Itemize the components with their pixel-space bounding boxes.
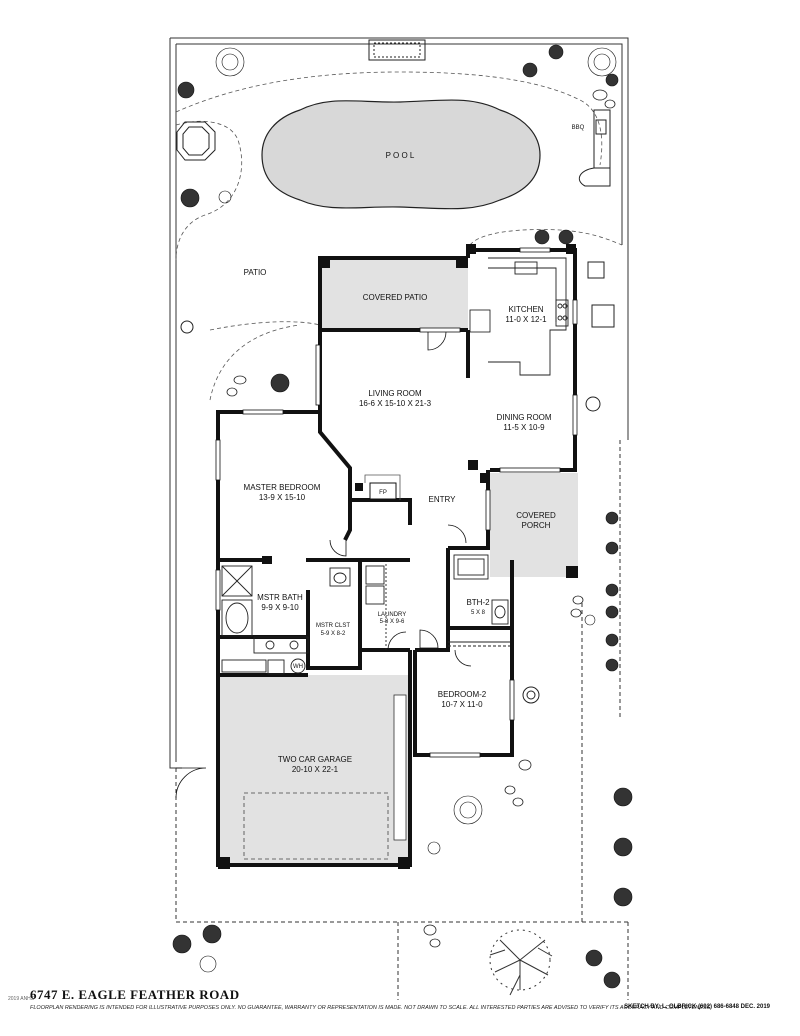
kitchen-counters [488, 257, 569, 376]
bedroom2-label: BEDROOM-2 [438, 690, 487, 699]
mstr-bath-label: MSTR BATH [257, 593, 303, 602]
entry-label: ENTRY [429, 495, 457, 504]
bth2-label: BTH-2 [466, 598, 490, 607]
disclaimer: FLOORPLAN RENDERING IS INTENDED FOR ILLU… [30, 1005, 712, 1011]
bth2-fixtures [453, 554, 509, 625]
master-bedroom-dim: 13-9 X 15-10 [259, 493, 306, 502]
patio-furniture [176, 121, 615, 704]
master-bedroom-label: MASTER BEDROOM [244, 483, 321, 492]
covered-patio-label: COVERED PATIO [363, 293, 428, 302]
living-room-dim: 16-6 X 15-10 X 21-3 [359, 399, 432, 408]
posts [218, 244, 578, 869]
covered-porch-label-1: COVERED [516, 511, 556, 520]
laundry-fixtures [365, 564, 387, 650]
bedroom2-dim: 10-7 X 11-0 [441, 700, 483, 709]
garage: TWO CAR GARAGE 20-10 X 22-1 [220, 675, 410, 863]
lot-boundary [169, 37, 629, 1000]
doors [175, 309, 491, 799]
pool: P O O L [261, 99, 541, 210]
tree [489, 929, 553, 996]
pool-deck-curve [175, 71, 623, 401]
kitchen-labels: KITCHEN 11-0 X 12-1 [505, 305, 547, 324]
address-title: 6747 E. EAGLE FEATHER ROAD [30, 987, 240, 1002]
bth2-dim: 5 X 8 [471, 610, 486, 616]
dining-room-label: DINING ROOM [496, 413, 551, 422]
landscape-plants [172, 44, 633, 989]
fp-label: FP [379, 490, 387, 496]
dining-room-dim: 11-5 X 10-9 [503, 423, 545, 432]
laundry-label: LAUNDRY [378, 612, 407, 618]
gate-planter [368, 39, 426, 61]
windows [215, 247, 578, 758]
bbq-area: BBQ [572, 109, 611, 187]
mstr-bath-dim: 9-9 X 9-10 [261, 603, 299, 612]
garage-label: TWO CAR GARAGE [278, 755, 352, 764]
copyright: 2019 ANHS [8, 996, 35, 1002]
wh-label: WH [293, 664, 303, 670]
covered-porch: COVERED PORCH [490, 473, 578, 577]
pool-label: P O O L [386, 151, 415, 160]
laundry-dim: 5-8 X 9-6 [380, 619, 405, 625]
garage-dim: 20-10 X 22-1 [292, 765, 339, 774]
stepping-stones [226, 89, 616, 948]
covered-porch-label-2: PORCH [522, 521, 551, 530]
fireplace: FP [364, 474, 401, 500]
kitchen-dim: 11-0 X 12-1 [505, 315, 547, 324]
mstr-clst-label: MSTR CLST [316, 623, 350, 629]
kitchen-label: KITCHEN [508, 305, 543, 314]
master-bath-fixtures [221, 565, 351, 675]
covered-patio: COVERED PATIO [320, 258, 468, 330]
bedroom2-closet [448, 641, 510, 647]
mstr-clst-dim: 5-9 X 8-2 [321, 631, 346, 637]
living-room-label: LIVING ROOM [368, 389, 422, 398]
bbq-label: BBQ [572, 125, 585, 131]
sketch-credit: SKETCH BY: L. OLBRICK (602) 686-6848 DEC… [624, 1004, 770, 1010]
patio-label: PATIO [244, 268, 267, 277]
